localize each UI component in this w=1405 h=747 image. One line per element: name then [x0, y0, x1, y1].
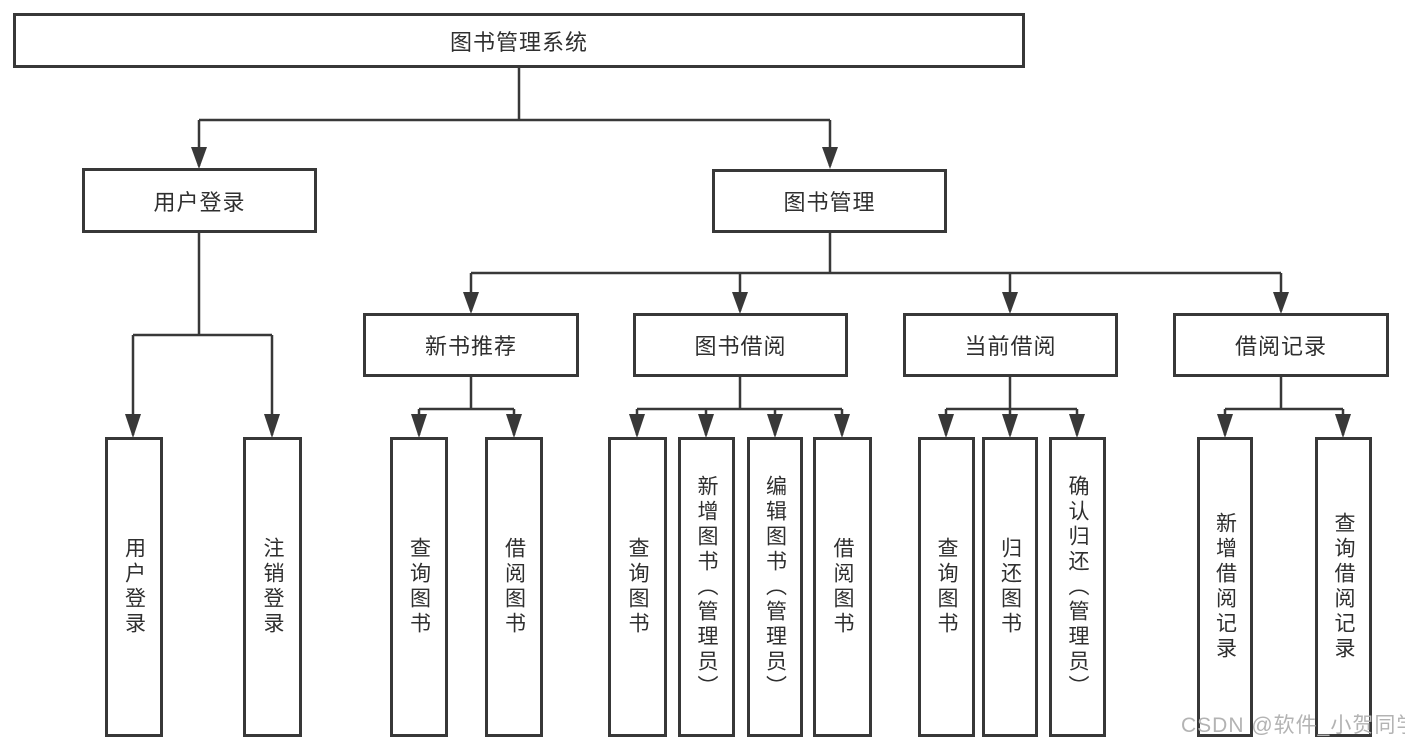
node-book-borrowing: 图书借阅 — [633, 313, 848, 377]
node-borrowing-records: 借阅记录 — [1173, 313, 1389, 377]
node-book-management: 图书管理 — [712, 169, 947, 233]
leaf-query-books-2: 查询图书 — [608, 437, 667, 737]
leaf-query-books-1: 查询图书 — [390, 437, 448, 737]
node-root-system: 图书管理系统 — [13, 13, 1025, 68]
leaf-add-borrow-record: 新增借阅记录 — [1197, 437, 1253, 737]
node-new-book-recommend: 新书推荐 — [363, 313, 579, 377]
leaf-label: 新增图书（管理员） — [695, 474, 718, 700]
leaf-label: 查询图书 — [935, 537, 958, 637]
leaf-confirm-return-admin: 确认归还（管理员） — [1049, 437, 1106, 737]
node-user-login: 用户登录 — [82, 168, 317, 233]
leaf-query-books-3: 查询图书 — [918, 437, 975, 737]
leaf-label: 归还图书 — [998, 537, 1022, 637]
leaf-label: 新增借阅记录 — [1213, 512, 1237, 662]
leaf-edit-books-admin: 编辑图书（管理员） — [747, 437, 803, 737]
node-current-borrowing: 当前借阅 — [903, 313, 1118, 377]
leaf-user-login: 用户登录 — [105, 437, 163, 737]
leaf-return-books: 归还图书 — [982, 437, 1038, 737]
leaf-label: 查询图书 — [626, 537, 649, 637]
leaf-add-books-admin: 新增图书（管理员） — [678, 437, 735, 737]
csdn-watermark: CSDN @软件_小贺同学 — [1181, 714, 1405, 737]
leaf-label: 查询图书 — [407, 537, 431, 637]
leaf-label: 编辑图书（管理员） — [763, 474, 787, 700]
leaf-label: 查询借阅记录 — [1332, 512, 1355, 662]
leaf-label: 确认归还（管理员） — [1066, 474, 1089, 700]
leaf-borrow-books-2: 借阅图书 — [813, 437, 872, 737]
leaf-query-borrow-record: 查询借阅记录 — [1315, 437, 1372, 737]
leaf-label: 注销登录 — [261, 537, 284, 637]
leaf-label: 用户登录 — [122, 537, 146, 637]
leaf-label: 借阅图书 — [502, 537, 526, 637]
leaf-borrow-books-1: 借阅图书 — [485, 437, 543, 737]
leaf-label: 借阅图书 — [831, 537, 854, 637]
leaf-logout: 注销登录 — [243, 437, 302, 737]
